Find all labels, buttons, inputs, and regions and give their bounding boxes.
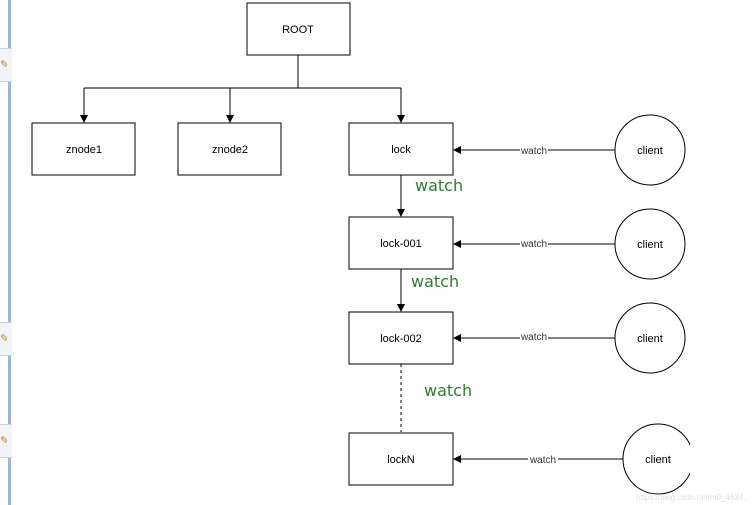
chain-watch-label: watch [415,176,463,195]
client-label: client [637,145,663,157]
client-circle [614,302,686,374]
canvas-crop [690,420,754,505]
client-label: client [645,454,671,466]
edge-label-watch: watch [520,239,547,250]
tool-icon: ✎ [0,333,7,345]
node-lock-001-label: lock-001 [380,238,422,250]
node-lock-label: lock [391,144,411,156]
edge-label-bg [520,238,548,250]
chain-watch-label: watch [424,381,472,400]
node-znode1 [31,122,136,176]
node-lock-002-label: lock-002 [380,333,422,345]
edge-label-bg [520,144,548,156]
client-label: client [637,333,663,345]
node-lock-001 [348,216,454,270]
left-edge-tab [0,424,12,458]
edge-label-bg [520,331,548,343]
client-label: client [637,239,663,251]
edge-label-watch: watch [520,146,547,157]
node-lock [348,122,454,176]
node-lockN [348,432,454,486]
node-znode1-label: znode1 [66,144,102,156]
tool-icon: ✎ [0,435,7,447]
left-edge-panel: ✎ ✎ ✎ [0,0,12,505]
left-edge-tab [0,322,12,356]
client-circle [614,114,686,186]
edge-label-bg [528,454,558,466]
left-edge-tab [0,48,12,82]
watermark-text: https://blog.csdn.net/m0_4634... [636,493,750,502]
node-lockN-label: lockN [387,454,415,466]
node-lock-002 [348,311,454,365]
client-circle [614,208,686,280]
node-root [246,2,351,56]
edge-label-watch: watch [520,332,547,343]
chain-watch-label: watch [411,272,459,291]
node-znode2-label: znode2 [212,144,248,156]
left-edge-line [8,0,11,505]
edge-label-watch: watch [529,455,556,466]
tool-icon: ✎ [0,59,7,71]
node-root-label: ROOT [282,24,314,36]
node-znode2 [177,122,282,176]
